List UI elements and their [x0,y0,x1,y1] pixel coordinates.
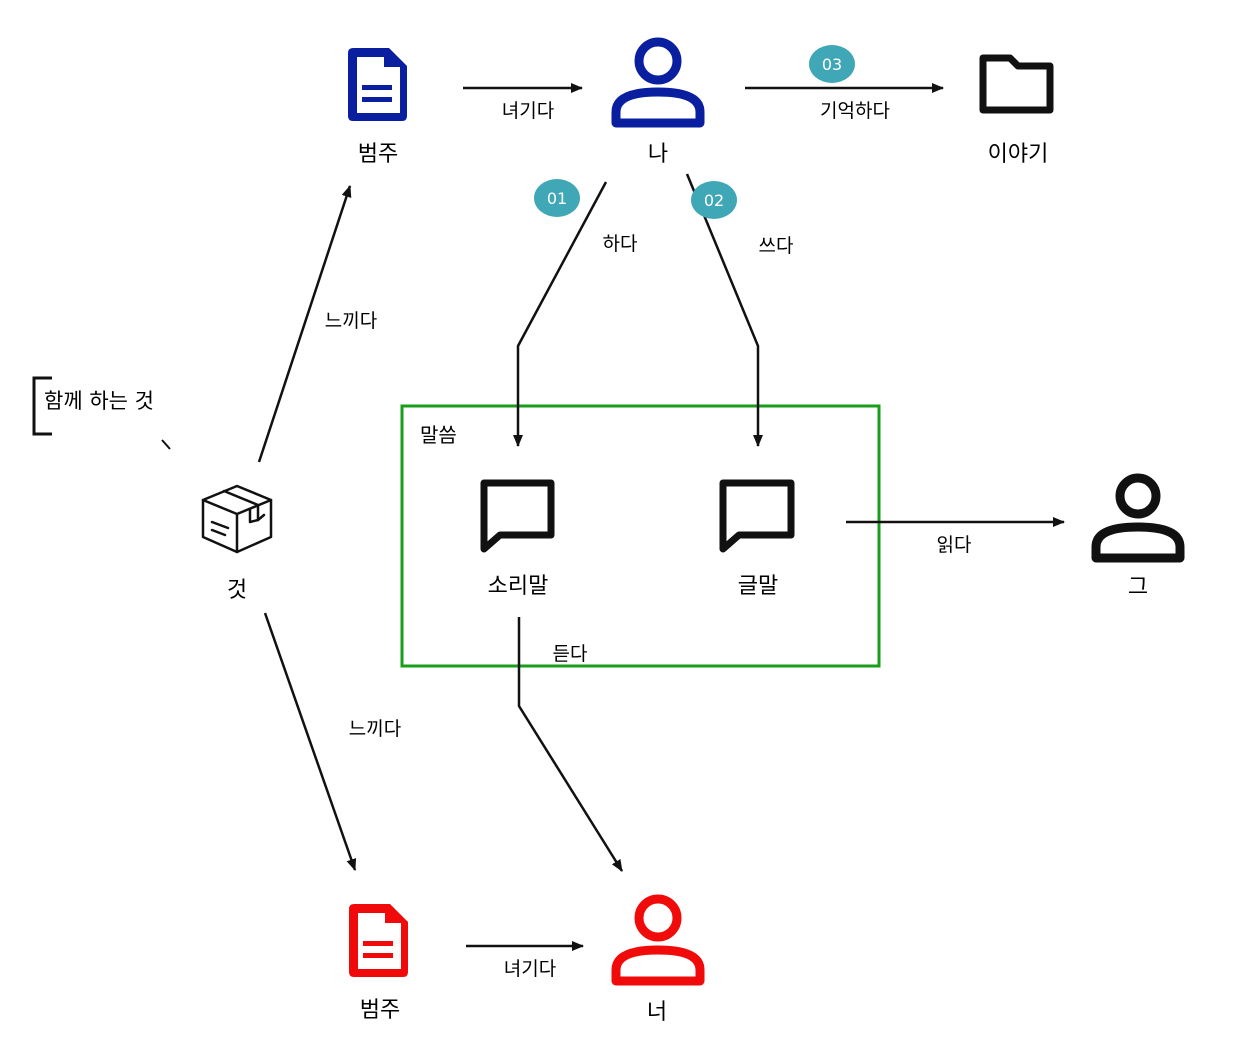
edge-label-consider-bottom: 녀기다 [504,958,556,980]
package-box-icon [201,484,273,554]
edge-me-to-written-word [685,173,763,447]
folder-icon [979,54,1054,114]
person-icon [611,37,705,128]
edge-thing-to-category-bottom [263,612,357,871]
node-me: 나 [611,37,705,167]
edge-label-remember: 기억하다 [820,100,890,122]
node-label-thing: 것 [227,578,247,603]
edge-me-to-spoken-word [513,181,608,447]
node-category-bottom: 범주 [349,904,408,1023]
node-label-him: 그 [1128,575,1148,600]
annotation-bracket [32,376,52,436]
edge-label-feel-bottom: 느끼다 [349,718,401,740]
edge-thing-to-category-top [257,185,352,463]
node-him: 그 [1091,473,1185,600]
node-label-category-bottom: 범주 [360,998,400,1023]
node-written-word: 글말 [719,479,795,599]
edge-label-feel-top: 느끼다 [325,310,377,332]
node-label-story: 이야기 [988,142,1049,167]
annotation-note-text: 함께 하는 것 [44,389,154,413]
edge-label-speak: 하다 [603,233,638,255]
node-label-category-top: 범주 [358,142,398,167]
speech-group-box [400,404,881,668]
badge-01: 01 [534,179,580,217]
node-story: 이야기 [979,54,1054,167]
svg-text:01: 01 [547,189,567,208]
badge-02: 02 [691,181,737,219]
node-category-top: 범주 [348,48,407,167]
badge-03: 03 [809,45,855,83]
svg-text:03: 03 [822,55,842,74]
node-label-me: 나 [648,142,668,167]
person-icon [1091,473,1185,563]
person-icon [611,894,705,986]
annotation-note: 함께 하는 것 [32,376,171,450]
speech-bubble-icon [480,479,555,553]
edge-label-read: 읽다 [937,534,972,556]
annotation-connector [161,439,171,450]
node-label-written-word: 글말 [738,574,778,599]
edge-label-listen: 듣다 [553,643,588,665]
speech-bubble-icon [719,479,795,553]
node-label-you: 너 [647,1000,667,1025]
edge-label-write: 쓰다 [759,235,794,257]
edge-spoken-word-to-you [517,617,624,872]
node-label-spoken-word: 소리말 [488,574,549,599]
svg-text:02: 02 [704,191,724,210]
node-you: 너 [611,894,705,1025]
node-thing: 것 [201,484,273,603]
node-spoken-word: 소리말 [480,479,555,599]
edge-label-consider-top: 녀기다 [502,100,554,122]
speech-group-title: 말씀 [420,423,457,447]
